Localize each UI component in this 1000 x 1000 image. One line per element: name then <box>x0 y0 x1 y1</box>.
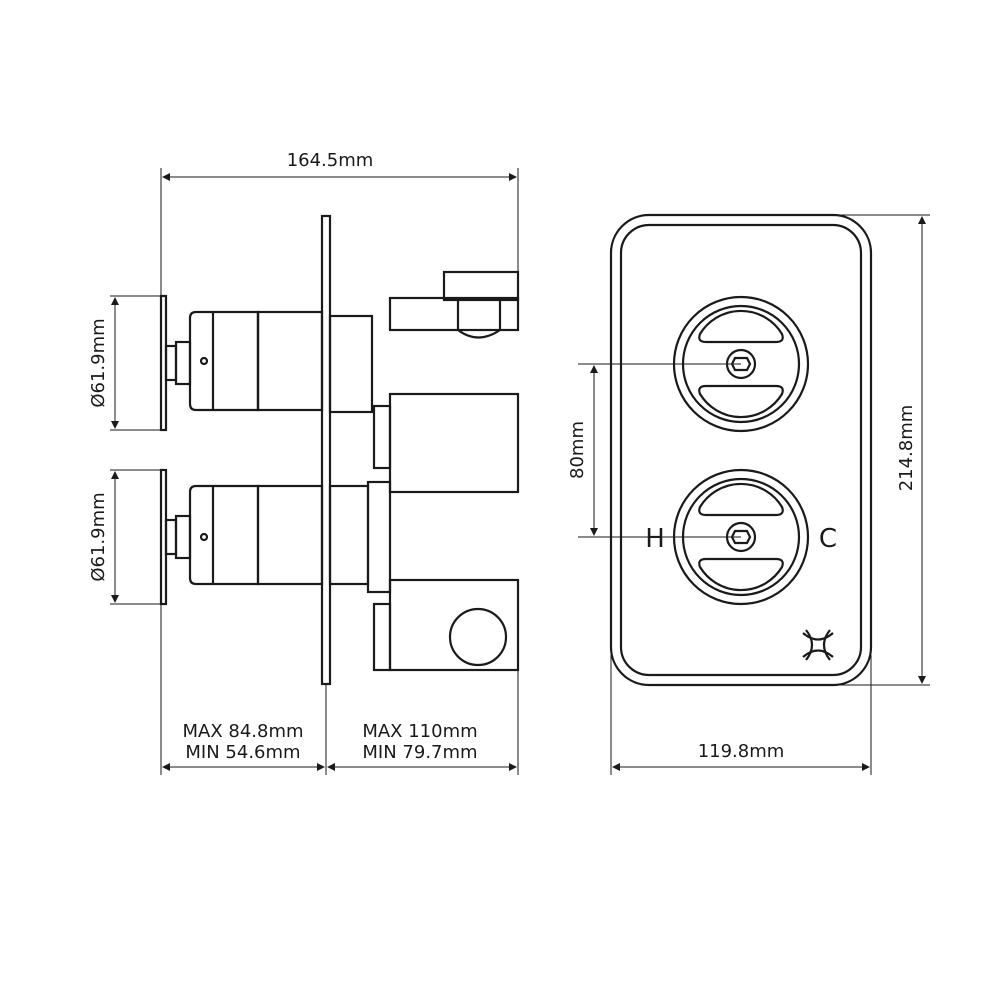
plate-width-label: 119.8mm <box>698 741 785 762</box>
top-handle-diameter-label: Ø61.9mm <box>88 318 109 407</box>
handle-spacing-label: 80mm <box>567 421 588 479</box>
front-projection-max-label: MAX 84.8mm <box>182 721 303 742</box>
rear-depth-max-label: MAX 110mm <box>362 721 477 742</box>
bottom-handle-diameter-label: Ø61.9mm <box>88 492 109 581</box>
front-projection-min-label: MIN 54.6mm <box>185 742 300 763</box>
side-valve-body <box>328 270 520 672</box>
side-handle-top <box>159 294 324 432</box>
side-wall-plate <box>320 214 332 686</box>
front-plate-inner <box>619 223 863 677</box>
plate-height-label: 214.8mm <box>896 405 917 492</box>
rear-depth-min-label: MIN 79.7mm <box>362 742 477 763</box>
cold-marking: C <box>819 524 837 554</box>
side-handle-bottom <box>159 468 324 606</box>
overall-depth-label: 164.5mm <box>287 150 374 171</box>
hot-marking: H <box>645 524 665 554</box>
front-view: H C 80mm 214.8mm 119.8mm <box>567 213 930 775</box>
side-view: 164.5mm Ø61.9mm Ø61.9mm MAX 84.8mm MIN 5… <box>88 150 520 775</box>
cross-logo-icon <box>802 629 834 661</box>
front-plate-outer <box>609 213 873 687</box>
